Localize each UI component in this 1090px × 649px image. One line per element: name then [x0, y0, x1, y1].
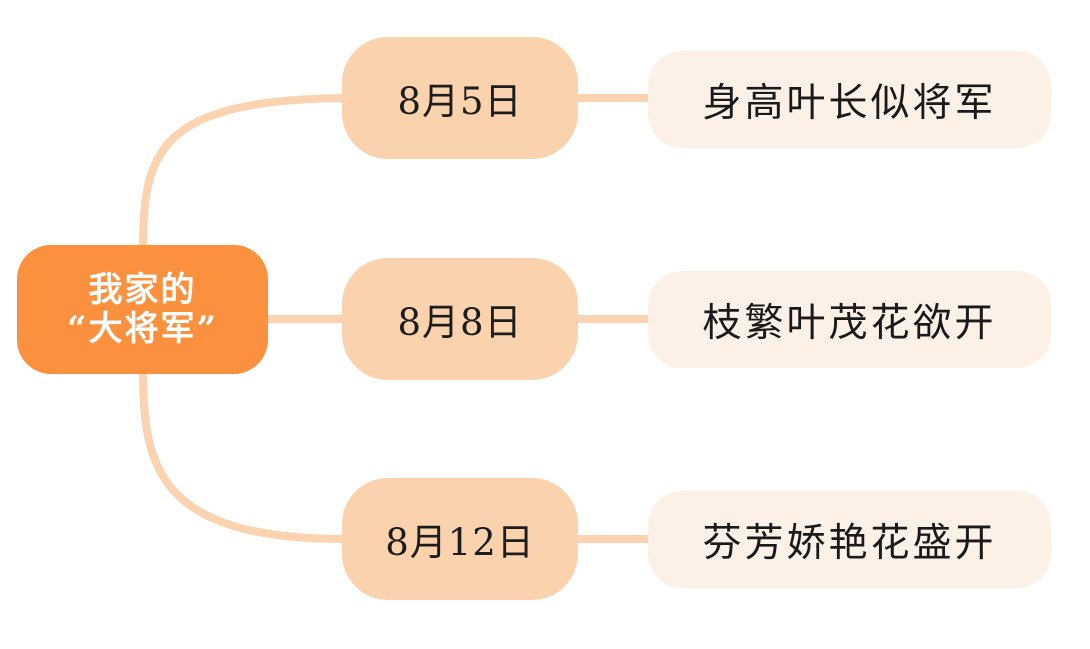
connector-root-to-date-1: [139, 94, 349, 252]
description-node-1-label: 身高叶长似将军: [702, 80, 997, 126]
date-node-1[interactable]: 8月5日: [342, 37, 578, 159]
description-node-3[interactable]: 芬芳娇艳花盛开: [648, 491, 1051, 588]
description-node-3-label: 芬芳娇艳花盛开: [702, 520, 997, 566]
root-node-line-1: 我家的: [88, 270, 197, 311]
date-node-2-label: 8月8日: [397, 301, 523, 344]
root-node-line-2: “大将军”: [66, 308, 219, 349]
description-node-2-label: 枝繁叶茂花欲开: [702, 300, 997, 346]
description-node-2[interactable]: 枝繁叶茂花欲开: [648, 271, 1051, 368]
date-node-2[interactable]: 8月8日: [342, 258, 578, 380]
date-node-1-label: 8月5日: [397, 80, 523, 123]
connector-root-to-date-3: [139, 367, 349, 543]
date-node-3-label: 8月12日: [385, 521, 535, 564]
description-node-1[interactable]: 身高叶长似将军: [648, 51, 1051, 148]
root-node[interactable]: 我家的 “大将军”: [17, 245, 268, 374]
date-node-3[interactable]: 8月12日: [342, 478, 578, 600]
